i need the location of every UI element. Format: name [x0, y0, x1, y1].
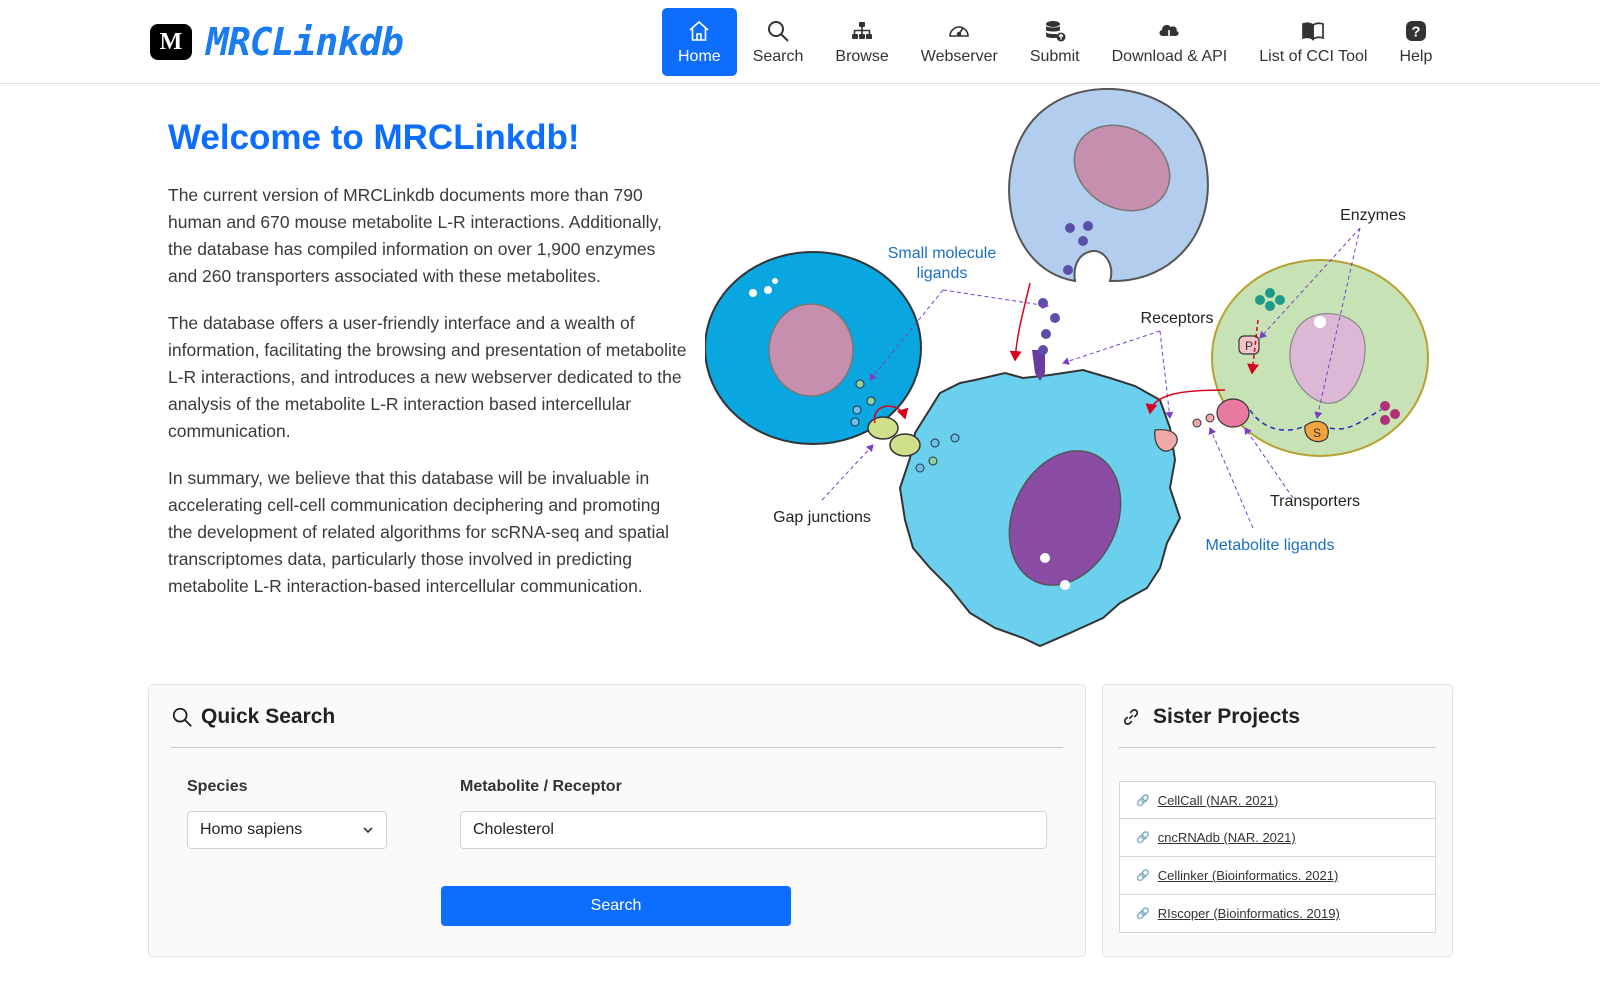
- sister-link[interactable]: CellCall (NAR. 2021): [1157, 792, 1279, 808]
- metabolite-label: Metabolite / Receptor: [460, 778, 622, 795]
- sister-link[interactable]: cncRNAdb (NAR. 2021): [1157, 830, 1296, 845]
- database-upload-icon: [1045, 20, 1066, 41]
- divider: [1119, 747, 1436, 748]
- metabolite-input[interactable]: Cholesterol: [460, 811, 1047, 849]
- nav-webserver[interactable]: Webserver: [905, 8, 1014, 76]
- link-icon: [1123, 709, 1139, 725]
- cloud-download-icon: [1159, 24, 1180, 41]
- intro-paragraph: The database offers a user-friendly inte…: [168, 313, 687, 441]
- link-icon: 🔗: [1136, 794, 1150, 807]
- book-icon: [1302, 21, 1325, 41]
- center-cell: [867, 298, 1182, 648]
- brand-name: MRCLinkdb: [206, 20, 404, 64]
- label-gap-junctions: Gap junctions: [773, 509, 871, 526]
- sitemap-icon: [852, 21, 873, 39]
- sister-link[interactable]: RIscoper (Bioinformatics. 2019): [1157, 906, 1340, 921]
- cell-communication-illustration: P S Small molecule ligands Enzymes Recep…: [705, 88, 1429, 648]
- species-label: Species: [187, 778, 248, 795]
- intro-paragraph: The current version of MRCLinkdb documen…: [168, 185, 662, 286]
- brand-logo: M: [150, 24, 192, 60]
- nav-label: Search: [752, 47, 804, 65]
- search-button[interactable]: Search: [441, 886, 791, 926]
- nav-label: Submit: [1029, 47, 1080, 65]
- arrows: [821, 227, 1361, 529]
- link-icon: 🔗: [1136, 908, 1150, 920]
- intro-paragraph: In summary, we believe that this databas…: [168, 468, 669, 596]
- nav-browse[interactable]: Browse: [819, 8, 904, 76]
- nav-download-api[interactable]: Download & API: [1096, 8, 1244, 76]
- sister-links: 🔗 CellCall (NAR. 2021) 🔗 cncRNAdb (NAR. 20…: [1119, 781, 1436, 933]
- link-icon: 🔗: [1136, 870, 1150, 882]
- sister-projects-header: Sister Projects: [1121, 705, 1300, 729]
- metabolite-value: Cholesterol: [473, 821, 554, 838]
- search-icon: [172, 707, 192, 727]
- nav-label: Browse: [835, 47, 889, 65]
- nav-search[interactable]: Search: [737, 8, 820, 76]
- nav-label: Help: [1399, 47, 1433, 65]
- list-item: 🔗 cncRNAdb (NAR. 2021): [1119, 819, 1436, 857]
- species-select[interactable]: Homo sapiens: [187, 811, 387, 849]
- quick-search-card: Quick Search Species Homo sapiens Metabo…: [148, 684, 1086, 957]
- quick-search-header: Quick Search: [171, 705, 335, 729]
- svg-text:?: ?: [1411, 23, 1420, 40]
- label-receptors: Receptors: [1141, 310, 1214, 327]
- sister-projects-title: Sister Projects: [1153, 705, 1301, 728]
- question-icon: ?: [1405, 20, 1426, 41]
- navbar: M MRCLinkdb Home Search Browse Webserver…: [0, 0, 1600, 84]
- home-icon: [689, 20, 709, 41]
- hero-text: Welcome to MRCLinkdb! The current versio…: [168, 118, 688, 620]
- list-item: 🔗 RIscoper (Bioinformatics. 2019): [1119, 895, 1436, 933]
- label-enzymes: Enzymes: [1340, 207, 1406, 224]
- phosphate-mark: P: [1245, 339, 1253, 353]
- nav-label: Download & API: [1111, 47, 1228, 65]
- label-ligands: ligands: [917, 265, 968, 282]
- top-cell: [1008, 88, 1209, 283]
- nav-label: Webserver: [920, 47, 998, 65]
- main-nav: Home Search Browse Webserver Submit Down…: [662, 8, 1448, 76]
- quick-search-title: Quick Search: [201, 705, 336, 728]
- link-icon: 🔗: [1136, 832, 1150, 844]
- left-cell: [705, 251, 922, 445]
- brand[interactable]: M MRCLinkdb: [150, 20, 404, 64]
- list-item: 🔗 Cellinker (Bioinformatics. 2021): [1119, 857, 1436, 895]
- sister-projects-card: Sister Projects 🔗 CellCall (NAR. 2021) 🔗 c…: [1102, 684, 1453, 957]
- nav-label: Home: [678, 47, 721, 65]
- nav-label: List of CCI Tool: [1259, 47, 1368, 65]
- search-icon: [768, 20, 789, 42]
- speedometer-icon: [949, 25, 970, 37]
- nav-submit[interactable]: Submit: [1014, 8, 1096, 76]
- chevron-down-icon: [363, 827, 373, 834]
- page-title: Welcome to MRCLinkdb!: [168, 118, 580, 157]
- divider: [171, 747, 1063, 748]
- label-metabolite-ligands: Metabolite ligands: [1206, 537, 1335, 554]
- nav-help[interactable]: ? Help: [1383, 8, 1448, 76]
- nav-home[interactable]: Home: [662, 8, 737, 76]
- species-value: Homo sapiens: [200, 821, 303, 838]
- synthase-mark: S: [1313, 426, 1321, 440]
- right-cell: P S: [1192, 259, 1429, 457]
- nav-cci-tools[interactable]: List of CCI Tool: [1243, 8, 1383, 76]
- sister-link[interactable]: Cellinker (Bioinformatics. 2021): [1157, 868, 1339, 883]
- label-transporters: Transporters: [1270, 493, 1360, 510]
- list-item: 🔗 CellCall (NAR. 2021): [1119, 781, 1436, 819]
- label-small-molecule: Small molecule: [888, 245, 997, 262]
